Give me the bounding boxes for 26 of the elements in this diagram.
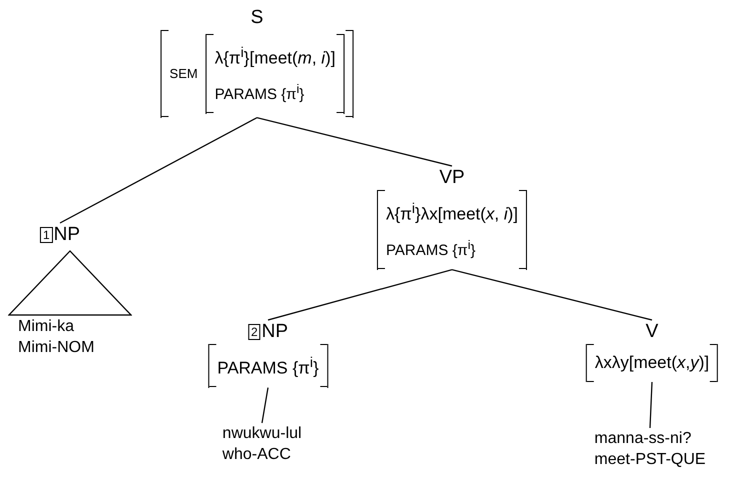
category-label: VP xyxy=(439,166,465,190)
tag-number: 2 xyxy=(248,324,261,340)
avm-value: PARAMS {π$^{i}$} xyxy=(386,236,476,261)
word-form: nwukwu-lul xyxy=(222,424,302,444)
tag-number: 1 xyxy=(40,227,53,243)
category-label: V xyxy=(646,320,658,344)
gloss: Mimi-NOM xyxy=(18,338,94,358)
tree-branch xyxy=(256,117,452,167)
tree-branch xyxy=(261,388,269,424)
gloss: meet-PST-QUE xyxy=(594,450,706,470)
tree-branch xyxy=(268,269,452,321)
category-label: NP xyxy=(54,223,80,247)
tree-branch xyxy=(649,382,653,428)
avm-value: λ{π$^{i}$}λx[meet(x, i)] xyxy=(386,200,518,226)
gloss: who-ACC xyxy=(222,445,291,465)
avm-value: PARAMS {π$^{i}$} xyxy=(214,80,304,105)
category-label: NP xyxy=(262,320,288,344)
avm-value: λxλy[meet(x,y)] xyxy=(594,352,710,374)
tree-branch xyxy=(60,117,258,224)
feature-name: SEM xyxy=(170,66,198,82)
avm-value: λ{π$^{i}$}[meet(m, i)] xyxy=(214,44,336,70)
word-form: manna-ss-ni? xyxy=(594,429,692,449)
avm-value: PARAMS {π$^{i}$} xyxy=(217,354,319,380)
word-form: Mimi-ka xyxy=(18,317,74,337)
tree-branch xyxy=(452,269,652,321)
category-label: S xyxy=(250,6,264,30)
